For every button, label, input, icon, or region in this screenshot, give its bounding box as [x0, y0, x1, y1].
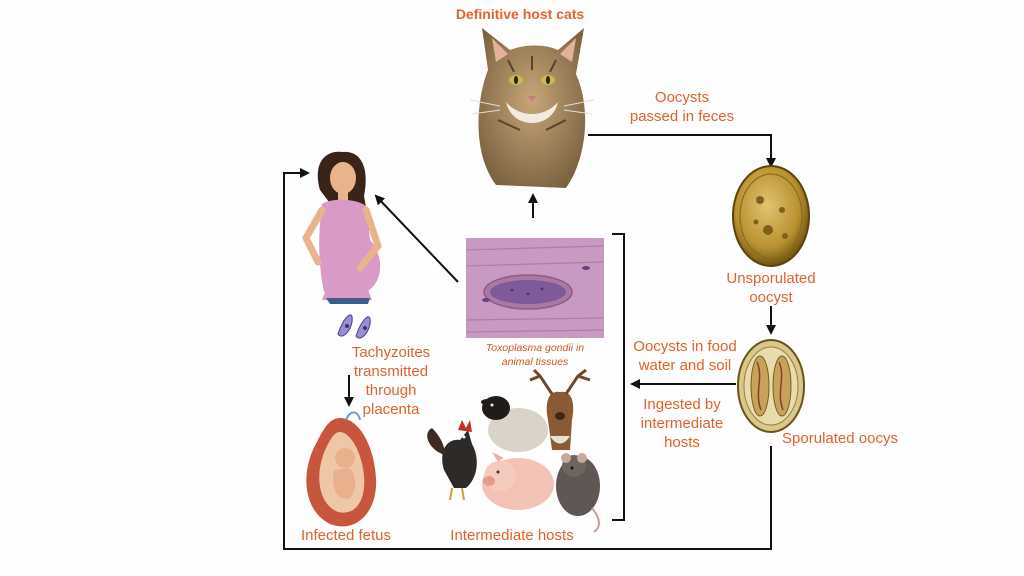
label-intermediate-hosts: Intermediate hosts [450, 527, 574, 544]
rooster-illustration [427, 420, 477, 501]
label-sporulated-oocyst: Sporulated oocys [782, 430, 898, 447]
label-oocysts-in-food-water-soil: Oocysts in food water and soil [633, 338, 737, 374]
fetus-illustration [306, 411, 377, 527]
arrow-cat-to-unsporulated [588, 134, 776, 168]
sporulated-oocyst-illustration [737, 339, 805, 433]
label-infected-fetus: Infected fetus [300, 527, 392, 544]
rat-illustration [556, 453, 600, 533]
deer-illustration [529, 368, 591, 450]
diagram-title: Definitive host cats [455, 6, 585, 22]
arrow-sporulated-to-woman [283, 168, 772, 550]
cat-illustration [469, 28, 595, 188]
unsporulated-oocyst-illustration [732, 165, 810, 267]
pig-illustration [482, 452, 554, 510]
tachyzoites-illustration [337, 314, 371, 339]
arrow-tissues-to-woman [374, 194, 459, 283]
intermediate-hosts-bracket [612, 233, 625, 521]
label-unsporulated-oocyst: Unsporulated oocyst [726, 270, 816, 306]
label-oocysts-passed-in-feces: Oocysts passed in feces [629, 89, 735, 125]
label-ingested-by-intermediate-hosts: Ingested by intermediate hosts [640, 396, 724, 451]
muscle-tissue-illustration [465, 238, 605, 338]
sheep-illustration [481, 396, 548, 452]
pregnant-woman-illustration [302, 151, 382, 304]
label-tissues: Toxoplasma gondii in animal tissues [485, 342, 585, 368]
label-tachyzoites-transmitted: Tachyzoites transmitted through placenta [351, 344, 431, 418]
